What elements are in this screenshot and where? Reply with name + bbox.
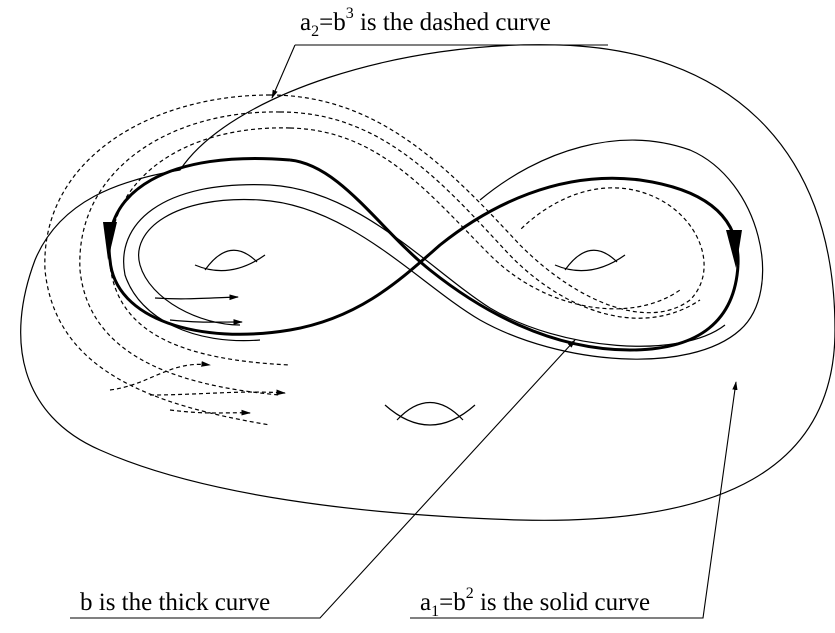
thick-arrowhead-left (103, 222, 117, 260)
label-solid-curve: a1=b2 is the solid curve (420, 585, 650, 620)
dashed-curve-a2 (44, 94, 705, 426)
label-dashed-curve: a2=b3 is the dashed curve (300, 5, 551, 40)
pointer-dashed (272, 44, 608, 98)
hole-left (194, 249, 266, 272)
label-thick-curve: b is the thick curve (80, 589, 270, 616)
thick-curve-b (103, 157, 742, 352)
hole-right (554, 249, 626, 272)
thick-arrowhead-right (726, 230, 742, 268)
surface-outline (20, 44, 835, 521)
pointer-solid (410, 381, 738, 619)
solid-curve-a1 (123, 139, 764, 360)
pointer-thick (70, 339, 576, 619)
hole-bottom (384, 401, 476, 426)
